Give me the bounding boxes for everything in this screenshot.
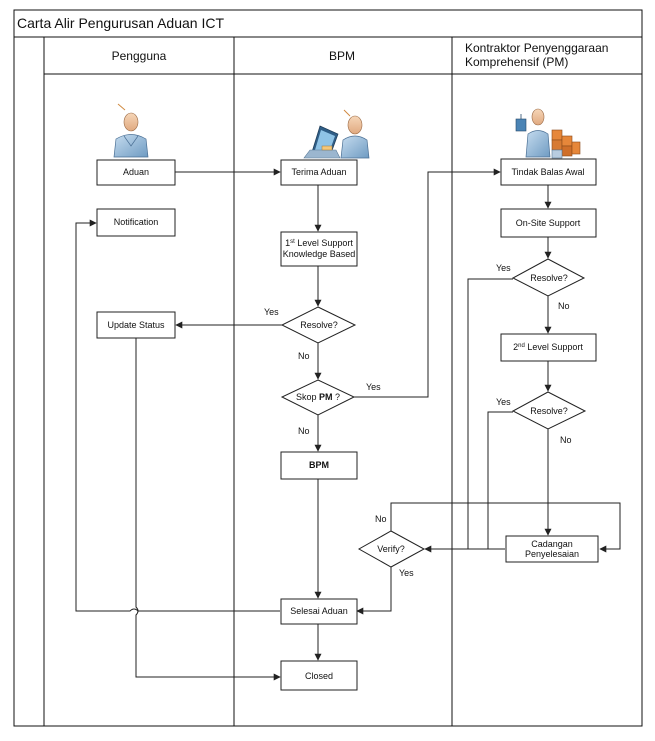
decision-verify: Verify? [357,530,426,568]
edge-label-yes-skop: Yes [366,382,381,392]
level2-superscript: nd [518,343,525,349]
box-update-status: Update Status [96,311,176,339]
box-level1-support: 1st Level Support Knowledge Based [280,231,358,267]
box-tindak-balas-awal-label: Tindak Balas Awal [511,167,584,177]
box-closed-label: Closed [305,671,333,681]
edge-label-yes-resolve-pm2: Yes [496,397,511,407]
level1-superscript: st [290,239,295,245]
decision-verify-label: Verify? [377,544,405,554]
box-on-site-support-label: On-Site Support [516,218,581,228]
box-terima-aduan: Terima Aduan [280,159,358,186]
skop-text: Skop [296,392,319,402]
decision-skop-pm-label: Skop PM ? [296,392,340,402]
box-cadangan-line2: Penyelesaian [525,549,579,559]
box-level2-support: 2nd Level Support [500,333,597,362]
level1-number: 1 [285,238,290,248]
box-notification-label: Notification [114,217,159,227]
box-bpm: BPM [280,451,358,480]
lane-header-bpm: BPM [329,49,355,63]
level2-number: 2 [513,342,518,352]
decision-resolve-pm1: Resolve? [511,258,586,297]
box-bpm-label: BPM [309,460,329,470]
lane-header-pm-line1: Kontraktor Penyenggaraan [465,41,608,55]
level1-text: Level Support [295,238,354,248]
box-level1-support-label: 1st Level Support [285,238,353,248]
box-aduan-label: Aduan [123,167,149,177]
user-person-icon [113,103,149,158]
decision-resolve-pm2: Resolve? [511,391,587,430]
edge-label-no-resolve-pm2: No [560,435,572,445]
box-cadangan-penyelesaian: Cadangan Penyelesaian [505,535,599,563]
computer-operator-icon [303,109,370,159]
box-cadangan-line1: Cadangan [531,539,573,549]
level2-text: Level Support [525,342,584,352]
edge-label-no-resolve-pm1: No [558,301,570,311]
connectors [75,168,621,681]
skop-pm-bold: PM [319,392,333,402]
box-level1-support-line2: Knowledge Based [283,249,356,259]
box-selesai-aduan: Selesai Aduan [280,598,358,625]
lane-header-pengguna: Pengguna [112,49,167,63]
decision-resolve-pm2-label: Resolve? [530,406,568,416]
box-update-status-label: Update Status [107,320,165,330]
box-aduan: Aduan [96,159,176,186]
box-terima-aduan-label: Terima Aduan [291,167,346,177]
edge-label-yes-verify: Yes [399,568,414,578]
edge-label-yes-resolve-bpm: Yes [264,307,279,317]
edge-label-no-resolve-bpm: No [298,351,310,361]
decision-resolve-bpm: Resolve? [280,306,357,344]
decision-resolve-bpm-label: Resolve? [300,320,338,330]
edge-label-no-verify: No [375,514,387,524]
edge-label-no-skop: No [298,426,310,436]
box-level2-support-label: 2nd Level Support [513,342,583,352]
edge-label-yes-resolve-pm1: Yes [496,263,511,273]
diagram-title: Carta Alir Pengurusan Aduan ICT [17,15,224,31]
box-on-site-support: On-Site Support [500,208,597,238]
box-selesai-aduan-label: Selesai Aduan [290,606,348,616]
technician-with-equipment-icon [515,108,581,159]
skop-question: ? [333,392,341,402]
decision-skop-pm: Skop PM ? [280,379,356,416]
box-closed: Closed [280,660,358,691]
decision-resolve-pm1-label: Resolve? [530,273,568,283]
lane-header-pm-line2: Komprehensif (PM) [465,55,568,69]
box-notification: Notification [96,208,176,237]
box-tindak-balas-awal: Tindak Balas Awal [500,158,597,186]
